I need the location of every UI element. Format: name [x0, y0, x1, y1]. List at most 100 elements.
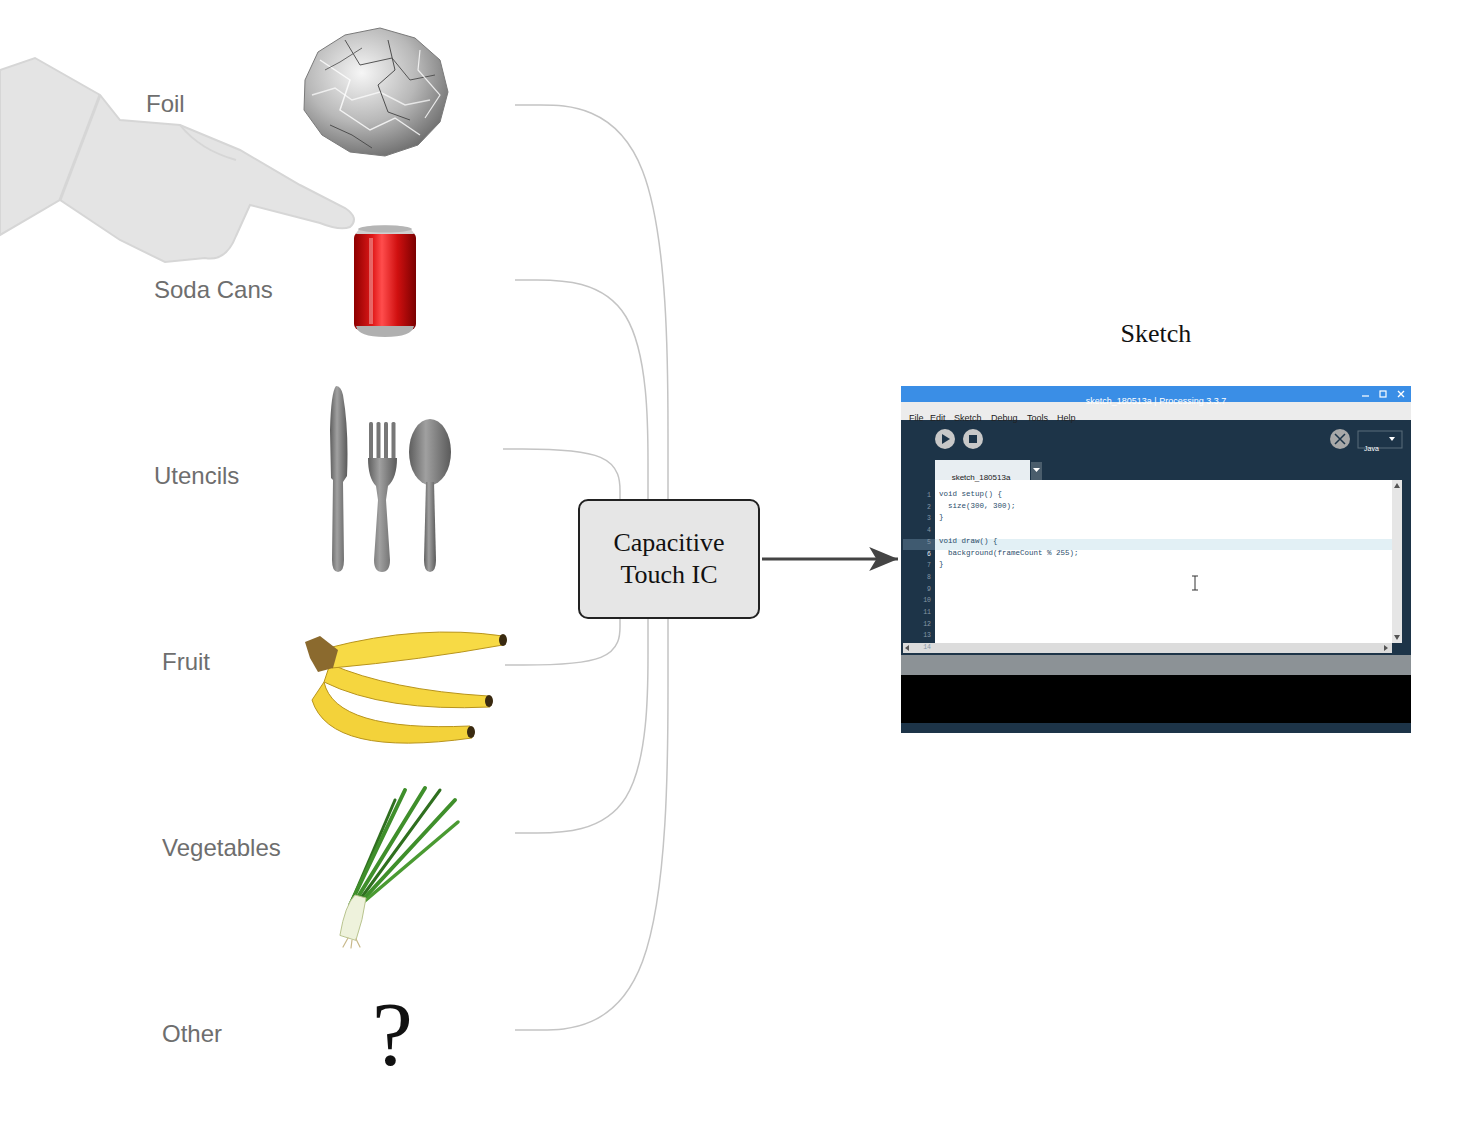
foil-ball-part [325, 48, 362, 70]
green-onions-part [340, 895, 366, 940]
utensils-part [368, 458, 397, 572]
flow-arrow [762, 558, 898, 561]
processing-window-part [935, 480, 1392, 643]
sketch-panel: Sketch [900, 318, 1412, 734]
sensor-wire [503, 449, 620, 499]
tab-name: sketch_180513a [952, 474, 1011, 482]
processing-window-part [942, 434, 950, 444]
pointing-hand-part [180, 125, 236, 160]
foil-ball-part [304, 28, 448, 156]
line-number: 6 [927, 551, 931, 558]
processing-window-part [901, 675, 1411, 723]
material-item: Soda Cans [154, 250, 515, 330]
line-number: 8 [927, 575, 931, 582]
utensils-part [330, 386, 348, 572]
sensor-wire [515, 619, 648, 833]
line-number: 14 [923, 645, 931, 652]
menu-item: File [909, 414, 924, 423]
soda-can-part [369, 238, 373, 324]
line-number: 5 [927, 540, 931, 547]
processing-window-part [903, 643, 1392, 653]
sensor-wire [505, 619, 620, 665]
soda-can-part [356, 326, 414, 337]
soda-can-part [354, 232, 416, 330]
material-label: ? [372, 993, 413, 1076]
processing-window-part [901, 420, 1411, 480]
menu-item: Edit [930, 414, 946, 423]
bananas-part [324, 664, 490, 708]
ic-box: Capacitive Touch IC [578, 499, 760, 619]
material-item: Vegetables [162, 808, 515, 888]
processing-window-part [1380, 391, 1386, 397]
foil-ball-part [330, 125, 372, 148]
utensils-part [377, 422, 381, 464]
soda-can [354, 225, 416, 337]
processing-window-part [935, 429, 955, 449]
line-number: 1 [927, 493, 931, 500]
utensils-part [384, 422, 388, 464]
window-title: sketch_180513a | Processing 3.3.7 [1086, 397, 1226, 406]
bananas-part [467, 726, 475, 738]
bananas-part [305, 636, 338, 672]
material-label: Utencils [154, 462, 239, 491]
line-number: 2 [927, 504, 931, 511]
pointing-hand-part [0, 58, 354, 262]
code-line: void draw() { [939, 538, 998, 546]
code-line: background(frameCount % 255); [948, 550, 1079, 558]
processing-window-part [901, 386, 1411, 733]
green-onions-part [343, 938, 360, 948]
material-item: Other? [162, 994, 515, 1074]
bananas [305, 632, 507, 743]
line-number: 10 [923, 598, 931, 605]
line-number: 7 [927, 563, 931, 570]
processing-window-part [1330, 429, 1350, 449]
processing-window [901, 386, 1411, 733]
processing-window-part [1335, 434, 1345, 444]
utensils-part [392, 422, 396, 464]
processing-window-part [901, 723, 1411, 733]
foil-ball-part [378, 40, 410, 120]
bananas-part [499, 634, 507, 646]
material-label: Soda Cans [154, 276, 273, 305]
code-line: void setup() { [939, 491, 1002, 499]
green-onions [340, 788, 458, 948]
material-item: Foil [146, 64, 515, 144]
processing-window-part [1033, 468, 1040, 472]
utensils [330, 386, 451, 572]
sensor-wire [515, 280, 648, 499]
sensor-wire [515, 105, 668, 499]
processing-window-part [901, 655, 1411, 675]
processing-window-part [1389, 437, 1395, 441]
material-item: Utencils [154, 436, 503, 516]
line-number: 3 [927, 516, 931, 523]
material-label: Other [162, 1020, 372, 1049]
processing-window-part [935, 539, 1392, 550]
menu-item: Sketch [954, 414, 982, 423]
processing-window-part [903, 539, 935, 550]
material-label: Fruit [162, 648, 210, 677]
processing-window-part [1398, 391, 1404, 397]
processing-window-part [1362, 395, 1369, 396]
mode-selector: Java [1364, 444, 1379, 451]
material-label: Foil [146, 90, 185, 119]
menu-item: Tools [1027, 414, 1048, 423]
foil-ball-part [418, 50, 440, 118]
foil-ball-part [320, 60, 420, 135]
foil-ball-part [312, 88, 430, 105]
processing-window-part [969, 435, 977, 443]
line-number: 4 [927, 528, 931, 535]
line-number: 11 [923, 610, 931, 617]
line-number: 9 [927, 586, 931, 593]
ic-label: Capacitive Touch IC [594, 527, 744, 592]
menu-item: Debug [991, 414, 1018, 423]
panel-heading: Sketch [900, 318, 1412, 349]
soda-can-part [356, 225, 414, 234]
processing-window-part [1394, 483, 1400, 640]
material-item: Fruit [162, 622, 505, 702]
material-label: Vegetables [162, 834, 281, 863]
processing-window-part [1392, 480, 1402, 643]
utensils-part [424, 482, 436, 572]
processing-window-part [905, 645, 1388, 651]
bananas-part [328, 632, 503, 668]
foil-ball [304, 28, 448, 156]
